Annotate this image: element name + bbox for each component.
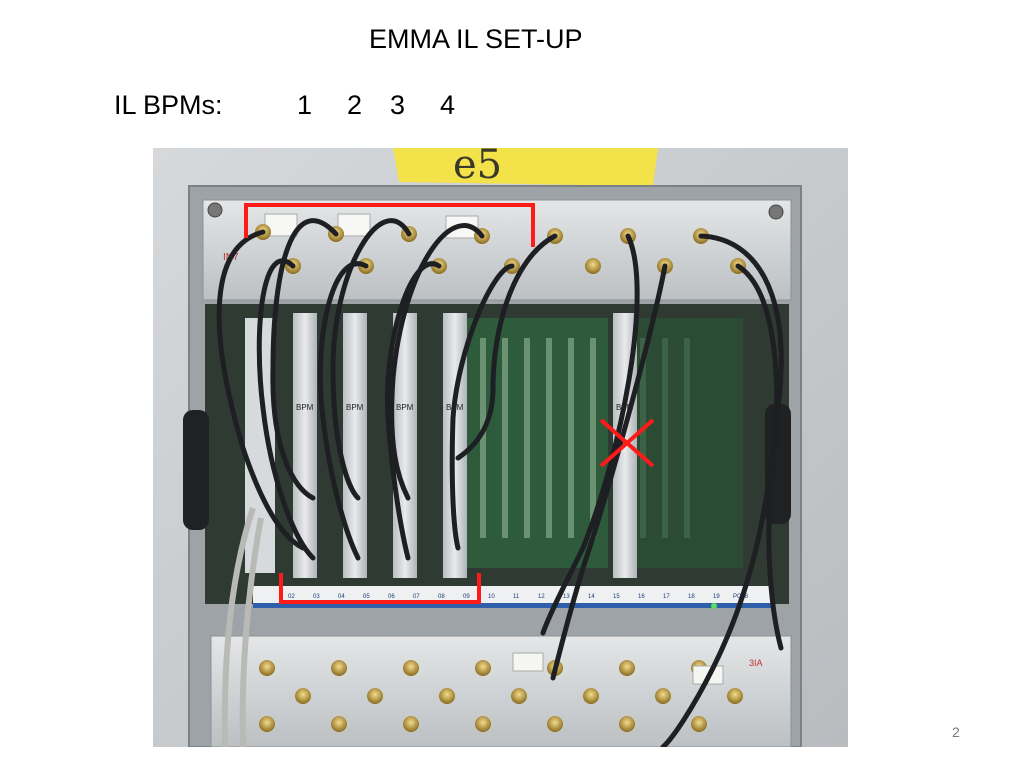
svg-text:16: 16 bbox=[638, 594, 645, 600]
status-led bbox=[711, 603, 717, 609]
bpm-number-2: 2 bbox=[347, 90, 363, 120]
top-bracket bbox=[244, 203, 535, 247]
top-connector-panel bbox=[202, 199, 792, 301]
svg-text:02: 02 bbox=[288, 594, 295, 600]
svg-text:19: 19 bbox=[713, 594, 720, 600]
svg-text:14: 14 bbox=[588, 594, 595, 600]
tape-text: e5 bbox=[453, 148, 502, 188]
svg-text:07: 07 bbox=[413, 594, 420, 600]
red-annotations bbox=[244, 203, 655, 604]
backplane bbox=[463, 318, 608, 568]
bpm-number-3: 3 bbox=[390, 90, 406, 120]
svg-text:12: 12 bbox=[538, 594, 545, 600]
svg-text:05: 05 bbox=[363, 594, 370, 600]
svg-text:08: 08 bbox=[438, 594, 445, 600]
bpm-label: IL BPMs: bbox=[114, 90, 223, 120]
yellow-tape: e5 bbox=[393, 148, 658, 188]
cross-line-2 bbox=[599, 418, 655, 468]
svg-text:17: 17 bbox=[663, 594, 670, 600]
bpm-card-2 bbox=[343, 313, 367, 578]
left-handle bbox=[183, 410, 209, 530]
network-cables bbox=[221, 507, 264, 747]
bpm-number-4: 4 bbox=[440, 90, 456, 120]
svg-text:11: 11 bbox=[513, 594, 520, 600]
svg-text:15: 15 bbox=[613, 594, 620, 600]
svg-text:BPM: BPM bbox=[396, 403, 414, 412]
bottom-bracket bbox=[279, 573, 481, 604]
slide-title: EMMA IL SET-UP bbox=[369, 24, 583, 54]
page-number: 2 bbox=[952, 724, 960, 740]
svg-text:06: 06 bbox=[388, 594, 395, 600]
svg-text:18: 18 bbox=[688, 594, 695, 600]
svg-text:04: 04 bbox=[338, 594, 345, 600]
rack-label-right: 3IA bbox=[749, 658, 763, 668]
svg-text:BPM: BPM bbox=[346, 403, 364, 412]
svg-text:03: 03 bbox=[313, 594, 320, 600]
coax-cables bbox=[216, 218, 784, 747]
svg-text:BPM: BPM bbox=[296, 403, 314, 412]
svg-text:13: 13 bbox=[563, 594, 570, 600]
bpm-number-1: 1 bbox=[297, 90, 313, 120]
rack-photo: e5 IN7 bbox=[153, 148, 848, 747]
svg-text:09: 09 bbox=[463, 594, 470, 600]
svg-text:10: 10 bbox=[488, 594, 495, 600]
